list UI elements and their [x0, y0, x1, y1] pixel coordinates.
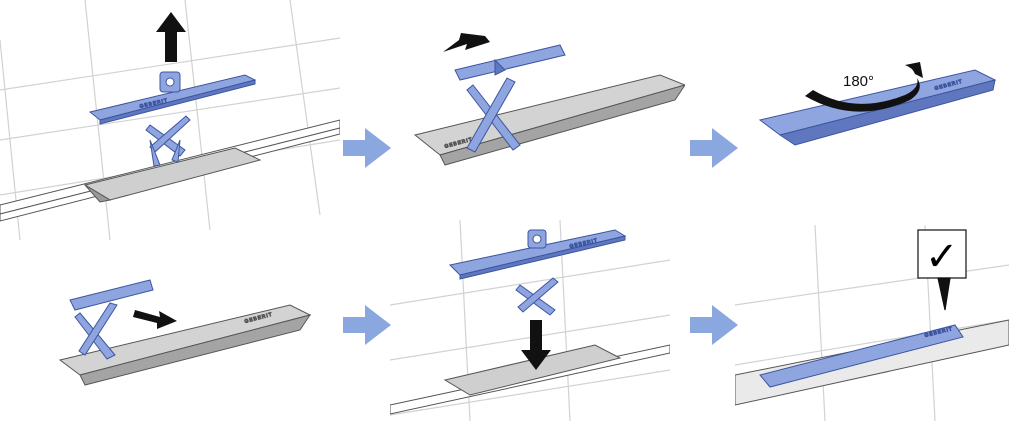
step-1-panel: GEBERIT: [0, 0, 340, 240]
step-4-panel: GEBERIT: [55, 265, 325, 395]
adjustment-clip: [146, 72, 190, 166]
flow-arrow-icon: [690, 305, 740, 350]
checkmark-icon: ✓: [925, 234, 959, 280]
adjustment-clip: [516, 230, 558, 315]
grey-cover-plate: GEBERIT: [415, 75, 685, 165]
step-6-panel: GEBERIT ✓: [735, 225, 1009, 421]
step-3-panel: GEBERIT 180°: [755, 20, 1009, 160]
flow-arrow-icon: [343, 305, 393, 350]
drain-channel: [735, 320, 1009, 405]
arrow-up-icon: [156, 12, 186, 62]
step-2-panel: GEBERIT: [395, 0, 685, 200]
flow-arrow-icon: [690, 128, 740, 173]
rotation-label: 180°: [843, 73, 874, 90]
arrow-right-icon: [133, 310, 177, 329]
flow-arrow-icon: [343, 128, 393, 173]
arrow-left-icon: [443, 33, 490, 52]
step-5-panel: GEBERIT: [390, 220, 670, 421]
